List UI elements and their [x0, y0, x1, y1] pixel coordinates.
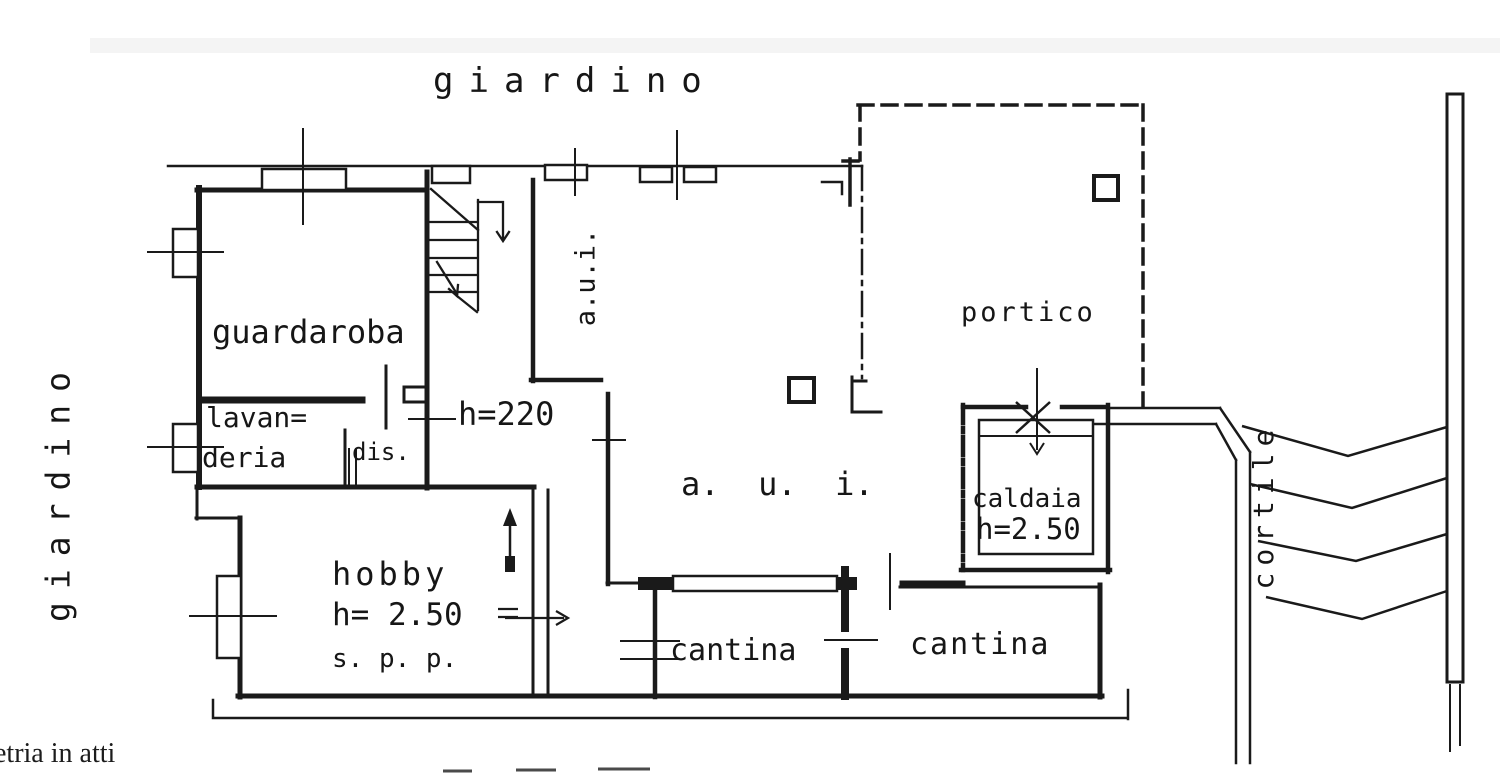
up-arrow-head — [503, 508, 517, 526]
label-garden-left: giardino — [38, 359, 78, 622]
label-boiler-height: h=2.50 — [976, 512, 1081, 546]
label-hobby: hobby — [332, 555, 449, 593]
label-cellar-left: cantina — [670, 633, 797, 668]
label-portico: portico — [961, 297, 1096, 328]
label-laundry-line2: deria — [202, 441, 287, 474]
label-hobby-height: h= 2.50 — [332, 597, 463, 633]
portico-boundary — [787, 103, 1145, 414]
direction-arrow — [476, 200, 511, 244]
label-hobby-note: s. p. p. — [332, 644, 458, 674]
label-aui-vertical: a.u.i. — [570, 228, 602, 327]
label-cellar-right: cantina — [910, 627, 1051, 662]
boundary-wall-right — [1445, 92, 1465, 752]
label-laundry-line1: lavan= — [206, 401, 308, 434]
label-storage: dis. — [352, 438, 410, 466]
portico-pillar — [787, 376, 816, 404]
label-wardrobe: guardaroba — [212, 313, 405, 351]
bottom-note-partial: etria in atti — [0, 738, 116, 769]
stair-arrowhead — [447, 283, 460, 299]
right-arrow — [498, 607, 571, 626]
cut-off-marks — [443, 767, 650, 773]
label-courtyard: cortile — [1247, 422, 1280, 590]
scan-artifact-band — [90, 38, 1500, 53]
label-garden-top: giardino — [433, 61, 717, 101]
hobby-arrows — [498, 508, 571, 626]
label-boiler: caldaia — [972, 484, 1082, 514]
label-aui-main: a. u. i. — [681, 465, 874, 503]
label-passage-height: h=220 — [458, 395, 555, 433]
staircase — [428, 187, 511, 314]
chevron-steps — [1241, 424, 1448, 621]
boiler-door — [1015, 401, 1051, 456]
portico-pillar — [1092, 174, 1120, 202]
window-ticks — [147, 128, 1038, 660]
